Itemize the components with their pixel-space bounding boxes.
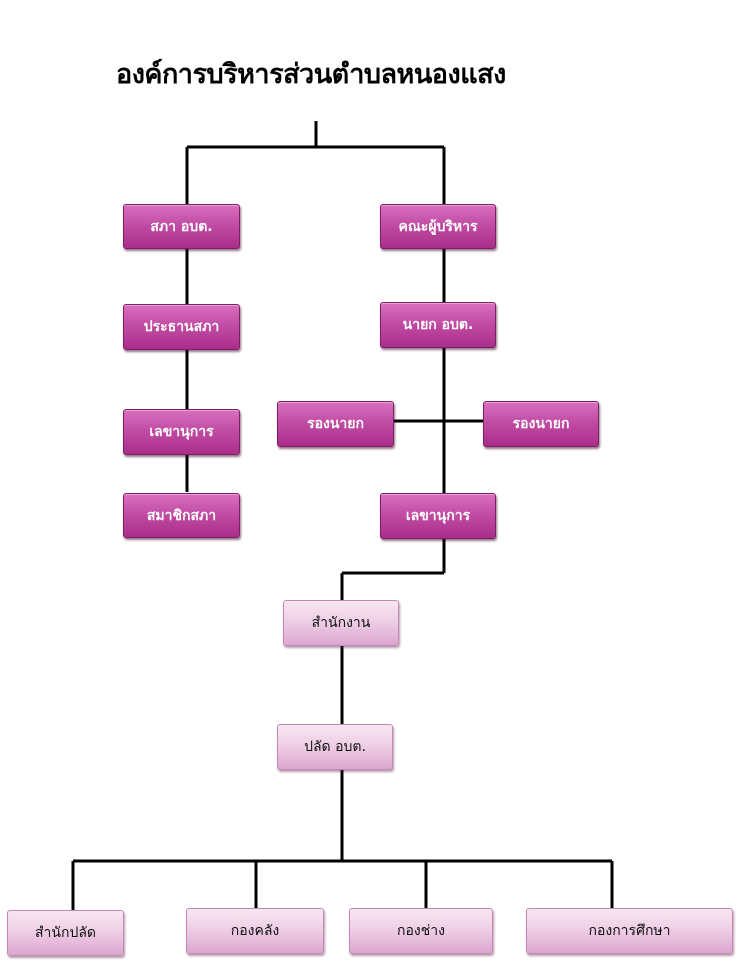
palad-box: ปลัด อบต. [277, 724, 393, 770]
unit-box-finance: กองคลัง [186, 908, 324, 954]
page-title: องค์การบริหารส่วนตำบลหนองแสง [116, 59, 506, 90]
council-members-box: สมาชิกสภา [123, 493, 240, 538]
mayor-box: นายก อบต. [380, 302, 496, 348]
council-box: สภา อบต. [123, 204, 240, 249]
unit-box-engineering: กองช่าง [349, 908, 493, 954]
office-box: สำนักงาน [283, 600, 399, 646]
executive-board-box: คณะผู้บริหาร [380, 204, 496, 249]
unit-box-education: กองการศึกษา [526, 908, 733, 954]
council-chair-box: ประธานสภา [123, 304, 240, 350]
deputy-mayor-left-box: รองนายก [277, 401, 394, 447]
unit-box-palad-office: สำนักปลัด [7, 910, 124, 956]
deputy-mayor-right-box: รองนายก [483, 401, 599, 447]
executive-secretary-box: เลขานุการ [380, 493, 496, 539]
council-secretary-box: เลขานุการ [123, 409, 240, 455]
